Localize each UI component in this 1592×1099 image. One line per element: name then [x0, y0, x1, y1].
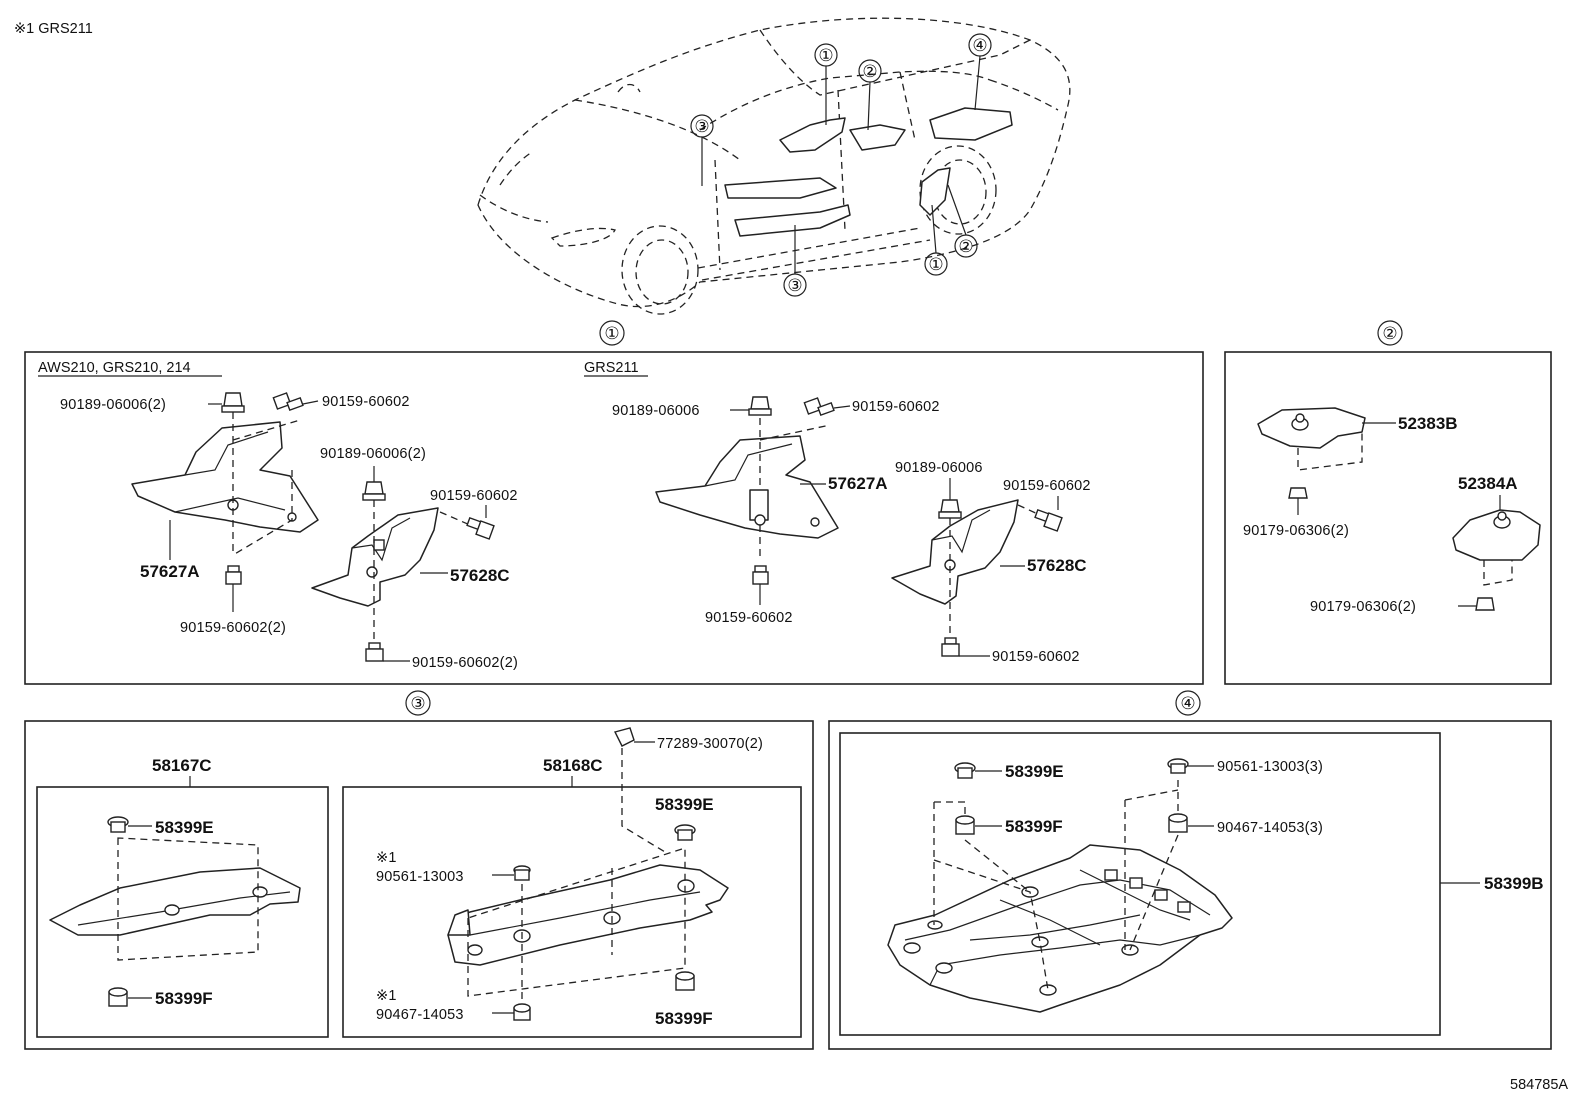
- label-nut-top-right: 90189-06006: [612, 403, 700, 419]
- label-screw-mid-left: 90159-60602: [430, 488, 518, 504]
- label-90467-14053-s3: 90467-14053: [376, 1007, 464, 1023]
- variant-label-right: GRS211: [584, 360, 639, 376]
- label-nut-52384A: 90179-06306(2): [1310, 599, 1416, 615]
- car-callout-1b: ①: [924, 204, 948, 276]
- clip-58399F-left: [108, 987, 152, 1007]
- section-1-number: ①: [604, 324, 619, 343]
- label-58399B: 58399B: [1484, 874, 1544, 893]
- screw-bottom-57628C-right: [941, 637, 990, 657]
- screw-90159-60602-right-top: [803, 397, 851, 417]
- label-nut-mid-right: 90189-06006: [895, 460, 983, 476]
- part-58167C-graphic: [49, 867, 301, 936]
- variant-label-left: AWS210, GRS210, 214: [38, 360, 191, 376]
- screw-bottom-57627A-left: [225, 565, 242, 612]
- label-58399E-left: 58399E: [155, 818, 214, 837]
- label-90561-13003-s4: 90561-13003(3): [1217, 759, 1323, 775]
- svg-text:①: ①: [818, 46, 833, 65]
- part-90467-14053-s3: [492, 1003, 531, 1021]
- label-58399F-s4: 58399F: [1005, 817, 1063, 836]
- label-58167C: 58167C: [152, 756, 212, 775]
- nut-90189-06006-right-mid: [938, 478, 962, 519]
- part-57628C-left-graphic: [311, 507, 439, 607]
- nut-90179-06306-upper: [1288, 487, 1308, 515]
- part-90467-14053-s4: [1168, 813, 1214, 833]
- note-mark-a: ※1: [376, 850, 397, 866]
- nut-90189-06006-right: [730, 396, 772, 416]
- svg-text:④: ④: [972, 36, 987, 55]
- car-callout-1a: ①: [814, 43, 838, 125]
- clip-58399F-right: [675, 971, 695, 991]
- label-part-57628C-right: 57628C: [1027, 556, 1087, 575]
- section-4-number: ④: [1180, 694, 1195, 713]
- part-58168C-graphic: [447, 864, 729, 966]
- label-part-57627A-left: 57627A: [140, 562, 200, 581]
- car-overview: ① ② ③ ④ ③ ① ②: [477, 17, 1071, 315]
- clip-77289-30070: [613, 727, 655, 747]
- part-90561-13003-s4: [1167, 758, 1214, 774]
- label-52384A: 52384A: [1458, 474, 1518, 493]
- section-2: ② 52383B 90179-06306(2) 52384A 90179-063…: [1224, 320, 1552, 685]
- label-58399F-left: 58399F: [155, 989, 213, 1008]
- label-screw-bottom-a-right: 90159-60602: [705, 610, 793, 626]
- car-callout-2a: ②: [858, 59, 882, 131]
- label-screw-top-left: 90159-60602: [322, 394, 410, 410]
- car-callout-3a: ③: [690, 114, 714, 186]
- label-part-57627A-right: 57627A: [828, 474, 888, 493]
- section-3: ③ 58167C 58399E 58399F 58168C: [24, 690, 814, 1050]
- nut-90189-06006-left: [208, 392, 245, 413]
- svg-text:②: ②: [862, 62, 877, 81]
- label-screw-top-right: 90159-60602: [852, 399, 940, 415]
- part-58399B-graphic: [887, 844, 1233, 1013]
- label-58399F-right: 58399F: [655, 1009, 713, 1028]
- label-screw-bottom-a-left: 90159-60602(2): [180, 620, 286, 636]
- car-callout-3b: ③: [783, 225, 807, 297]
- screw-bottom-57628C-left: [365, 642, 410, 662]
- clip-58399E-s4: [954, 762, 1002, 779]
- part-52384A-graphic: [1452, 509, 1541, 561]
- part-57627A-left-graphic: [131, 421, 319, 533]
- label-screw-bottom-c-left: 90159-60602(2): [412, 655, 518, 671]
- clip-58399F-s4: [955, 815, 1002, 835]
- clip-58399E-right: [674, 824, 696, 841]
- label-part-57628C-left: 57628C: [450, 566, 510, 585]
- svg-text:②: ②: [958, 237, 973, 256]
- svg-text:③: ③: [694, 117, 709, 136]
- part-57628C-right-graphic: [891, 499, 1019, 605]
- nut-90179-06306-lower: [1458, 597, 1495, 611]
- label-58399E-s4: 58399E: [1005, 762, 1064, 781]
- label-nut-mid-left: 90189-06006(2): [320, 446, 426, 462]
- part-57627A-right-graphic: [655, 435, 839, 539]
- label-screw-mid-right: 90159-60602: [1003, 478, 1091, 494]
- screw-bottom-57627A-right: [752, 565, 769, 605]
- screw-90159-60602-right-mid: [1034, 496, 1063, 532]
- corner-note: ※1 GRS211: [14, 21, 93, 37]
- label-52383B: 52383B: [1398, 414, 1458, 433]
- nut-90189-06006-left-mid: [362, 466, 386, 501]
- label-screw-bottom-c-right: 90159-60602: [992, 649, 1080, 665]
- label-58168C: 58168C: [543, 756, 603, 775]
- label-90467-14053-s4: 90467-14053(3): [1217, 820, 1323, 836]
- part-90561-13003-s3: [492, 865, 531, 881]
- svg-text:③: ③: [787, 276, 802, 295]
- screw-90159-60602-left-top: [272, 392, 319, 412]
- car-callout-4: ④: [968, 33, 992, 111]
- car-callout-2b: ②: [947, 184, 978, 258]
- clip-58399E-left: [107, 816, 152, 833]
- part-52383B-graphic: [1257, 407, 1366, 449]
- label-58399E-right: 58399E: [655, 795, 714, 814]
- section-2-number: ②: [1382, 324, 1397, 343]
- label-nut-52383B: 90179-06306(2): [1243, 523, 1349, 539]
- section-3-number: ③: [410, 694, 425, 713]
- label-nut-top-left: 90189-06006(2): [60, 397, 166, 413]
- section-4: ④: [828, 690, 1552, 1050]
- label-90561-13003-s3: 90561-13003: [376, 869, 464, 885]
- section-1: ① AWS210, GRS210, 214 GRS211 90189-06006…: [24, 320, 1204, 685]
- svg-text:①: ①: [928, 255, 943, 274]
- document-code: 584785A: [1510, 1077, 1568, 1093]
- label-77289-30070: 77289-30070(2): [657, 736, 763, 752]
- screw-90159-60602-left-mid: [466, 505, 495, 540]
- note-mark-b: ※1: [376, 988, 397, 1004]
